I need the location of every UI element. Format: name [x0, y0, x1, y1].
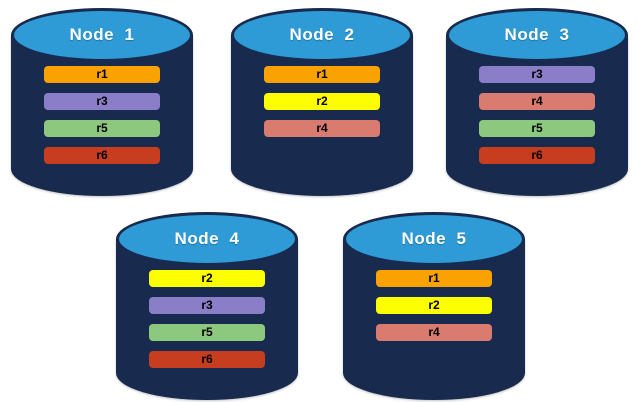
replica-bar-r5: r5: [149, 324, 265, 341]
replica-bar-r2: r2: [149, 270, 265, 287]
replica-bar-r6: r6: [44, 147, 160, 164]
replica-bar-r4: r4: [376, 324, 492, 341]
replica-bar-r2: r2: [376, 297, 492, 314]
replica-bar-r3: r3: [44, 93, 160, 110]
replica-bar-r2: r2: [264, 93, 380, 110]
node-label: Node 5: [401, 229, 467, 248]
replica-bar-r5: r5: [44, 120, 160, 137]
replica-bar-r1: r1: [376, 270, 492, 287]
node-cylinder-2: Node 2 r1 r2 r4: [231, 8, 413, 196]
node-cylinder-1: Node 1 r1 r3 r5 r6: [11, 8, 193, 196]
replica-bar-r6: r6: [149, 351, 265, 368]
node-cylinder-4: Node 4 r2 r3 r5 r6: [116, 212, 298, 400]
node-label: Node 2: [289, 25, 355, 44]
cylinder-cap: Node 2: [231, 8, 413, 62]
node-label: Node 3: [504, 25, 570, 44]
replica-bar-list: r2 r3 r5 r6: [116, 270, 298, 368]
replica-bar-r1: r1: [44, 66, 160, 83]
replica-bar-list: r1 r2 r4: [231, 66, 413, 137]
cylinder-cap: Node 5: [343, 212, 525, 266]
cylinder-cap: Node 4: [116, 212, 298, 266]
replica-bar-r5: r5: [479, 120, 595, 137]
replica-bar-list: r3 r4 r5 r6: [446, 66, 628, 164]
node-cylinder-5: Node 5 r1 r2 r4: [343, 212, 525, 400]
cylinder-cap: Node 1: [11, 8, 193, 62]
replica-bar-list: r1 r2 r4: [343, 270, 525, 341]
replica-bar-r6: r6: [479, 147, 595, 164]
node-label: Node 4: [174, 229, 240, 248]
cylinder-cap: Node 3: [446, 8, 628, 62]
node-cylinder-3: Node 3 r3 r4 r5 r6: [446, 8, 628, 196]
replica-bar-r3: r3: [479, 66, 595, 83]
replica-bar-list: r1 r3 r5 r6: [11, 66, 193, 164]
replica-bar-r4: r4: [479, 93, 595, 110]
node-label: Node 1: [69, 25, 135, 44]
replica-bar-r4: r4: [264, 120, 380, 137]
replica-bar-r3: r3: [149, 297, 265, 314]
replica-bar-r1: r1: [264, 66, 380, 83]
